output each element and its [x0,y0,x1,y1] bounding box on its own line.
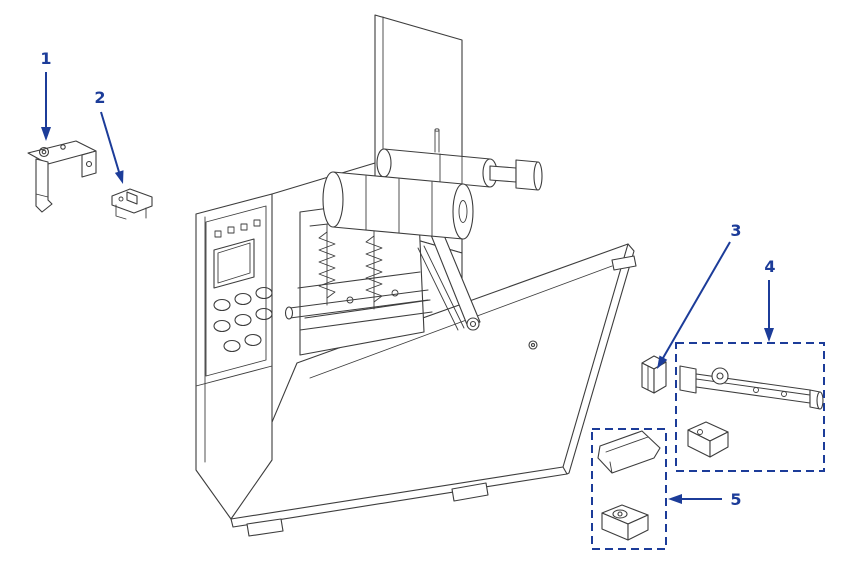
control-panel-enclosure [195,193,273,520]
callout-2: 2 [94,88,124,184]
callout-5-arrowhead-icon [668,494,682,504]
callout-2-arrow [100,111,120,173]
lcd-display [213,238,255,289]
callout-3-arrow [662,241,731,359]
callout-1: 1 [40,49,52,141]
callout-1-arrowhead-icon [41,127,51,141]
callout-4-label: 4 [764,257,775,276]
callout-5: 5 [668,490,742,509]
callout-3-arrowhead-icon [657,355,668,369]
ribbon-spindle [376,128,543,191]
callout-2-arrowhead-icon [114,170,124,184]
part-1-bracket [27,140,97,213]
media-spindle [322,171,474,240]
print-mechanism [284,213,481,331]
callout-3: 3 [657,221,742,369]
callout-5-label: 5 [730,490,741,509]
group-box-part-5 [591,428,667,550]
callout-4: 4 [764,257,776,342]
status-leds [214,219,261,238]
panel-buttons [213,286,273,353]
callouts: 1 2 3 4 5 [40,49,825,550]
callout-4-arrowhead-icon [764,328,774,342]
callout-3-label: 3 [730,221,741,240]
group-box-part-4 [675,342,825,472]
printer-drawing [27,14,824,541]
part-4-platen-assembly [679,365,824,458]
callout-1-label: 1 [40,49,51,68]
part-5-latch-parts [597,430,661,541]
callout-2-label: 2 [94,88,105,107]
part-2-clip [111,188,153,220]
